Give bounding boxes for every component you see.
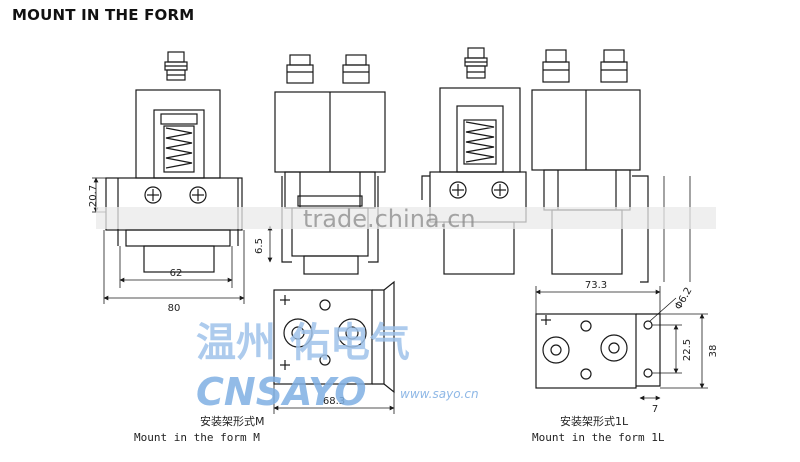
dim-38: 38 (708, 345, 719, 358)
dim-80: 80 (168, 303, 181, 314)
watermark-company-cn: 温州 佑电气 (196, 320, 410, 366)
form-1l-front-view (421, 47, 527, 275)
dim-68-3: 68.3 (323, 396, 345, 407)
form-m-side-view (274, 54, 386, 275)
watermark-band (96, 207, 716, 229)
dim-7: 7 (652, 404, 658, 415)
watermark-trade-china: trade.china.cn (303, 205, 476, 233)
caption-form-m-en: Mount in the form M (134, 431, 260, 444)
form-1l-top-view (535, 313, 661, 389)
dim-22-5: 22.5 (682, 339, 693, 361)
dim-62: 62 (170, 268, 183, 279)
dim-73-3: 73.3 (585, 280, 607, 291)
watermark-url: www.sayo.cn (400, 387, 479, 401)
caption-form-m-cn: 安装架形式M (200, 414, 265, 428)
dim-phi-6-2: Φ6.2 (673, 286, 694, 312)
form-m-front-view (105, 51, 243, 273)
caption-form-1l-en: Mount in the form 1L (532, 431, 665, 444)
watermark-logo: CNSAYO (196, 370, 367, 414)
form-1l-side-view (531, 49, 649, 283)
page-title: MOUNT IN THE FORM (12, 6, 195, 24)
form-m-top-view (273, 280, 395, 394)
caption-form-1l-cn: 安装架形式1L (560, 414, 629, 428)
dim-20-7: 20.7 (88, 185, 99, 207)
dim-6-5: 6.5 (254, 238, 265, 254)
